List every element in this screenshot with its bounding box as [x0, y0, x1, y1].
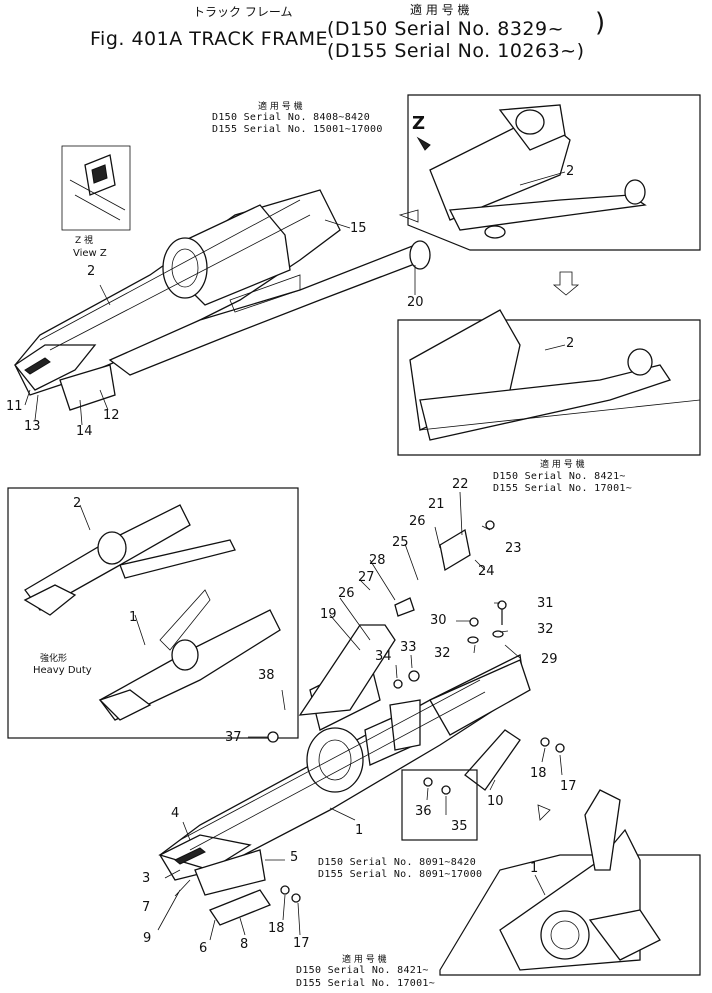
callout-17: 17	[293, 936, 310, 951]
track-frame-top	[14, 189, 431, 411]
track-frame-main	[158, 624, 531, 926]
view-z-label: View Z	[73, 248, 107, 259]
note-mid-d155: D155 Serial No. 17001~	[493, 483, 633, 494]
callout-29: 29	[541, 652, 558, 667]
serial-d150-header: (D150 Serial No. 8329~	[327, 18, 565, 40]
heavy-duty-label: Heavy Duty	[33, 665, 92, 676]
note-low-d150: D150 Serial No. 8091~8420	[318, 857, 477, 868]
callout-8: 8	[240, 937, 249, 952]
callout-15: 15	[350, 221, 367, 236]
note-bot-d150: D150 Serial No. 8421~	[296, 965, 429, 976]
callout-26: 26	[338, 586, 355, 601]
callout-4: 4	[171, 806, 180, 821]
note-bot-d155: D155 Serial No. 17001~	[296, 978, 436, 989]
callout-27: 27	[358, 570, 375, 585]
callout-3: 3	[142, 871, 151, 886]
serial-d155-header: (D155 Serial No. 10263~)	[327, 40, 585, 62]
leader-lines	[24, 171, 566, 941]
callout-36: 36	[415, 804, 432, 819]
callout-13: 13	[24, 419, 41, 434]
arrow-left	[398, 209, 419, 223]
note-top-d155: D155 Serial No. 15001~17000	[212, 124, 383, 135]
callout-2: 2	[566, 336, 575, 351]
bolts-and-brackets	[267, 520, 565, 903]
callout-14: 14	[76, 424, 93, 439]
serial-paren: )	[595, 8, 606, 38]
callout-32: 32	[537, 622, 554, 637]
inset-middle-right	[397, 309, 701, 456]
callout-7: 7	[142, 900, 151, 915]
view-z-inset	[61, 145, 131, 231]
callout-18: 18	[268, 921, 285, 936]
callout-20: 20	[407, 295, 424, 310]
callout-9: 9	[143, 931, 152, 946]
note-mid-d150: D150 Serial No. 8421~	[493, 471, 626, 482]
japanese-title: トラック フレーム	[193, 5, 293, 19]
callout-2: 2	[87, 264, 96, 279]
note-mid-jp: 適 用 号 機	[540, 460, 585, 470]
callout-28: 28	[369, 553, 386, 568]
callout-2: 2	[73, 496, 82, 511]
callout-30: 30	[430, 613, 447, 628]
callout-17: 17	[560, 779, 577, 794]
callout-5: 5	[290, 850, 299, 865]
applicable-models-label: 適 用 号 機	[410, 3, 470, 17]
note-low-d155: D155 Serial No. 8091~17000	[318, 869, 483, 880]
callout-24: 24	[478, 564, 495, 579]
z-arrow-letter: Z	[412, 113, 426, 134]
callout-10: 10	[487, 794, 504, 809]
callout-38: 38	[258, 668, 275, 683]
callout-37: 37	[225, 730, 242, 745]
note-bot-jp: 適 用 号 機	[342, 955, 387, 965]
callout-21: 21	[428, 497, 445, 512]
inset-bottom-right	[439, 789, 701, 976]
note-top-d150: D150 Serial No. 8408~8420	[212, 112, 371, 123]
callout-32: 32	[434, 646, 451, 661]
callout-2: 2	[566, 164, 575, 179]
callout-12: 12	[103, 408, 120, 423]
heavy-duty-jp: 強化形	[40, 654, 68, 664]
inset-top-right	[407, 94, 701, 251]
view-z-jp: Z 視	[75, 236, 94, 246]
callout-33: 33	[400, 640, 417, 655]
callout-6: 6	[199, 941, 208, 956]
callout-26: 26	[409, 514, 426, 529]
figure-title: Fig. 401A TRACK FRAME	[90, 28, 328, 50]
callout-34: 34	[375, 649, 392, 664]
callout-23: 23	[505, 541, 522, 556]
callout-22: 22	[452, 477, 469, 492]
callout-1: 1	[355, 823, 364, 838]
callout-25: 25	[392, 535, 409, 550]
callout-19: 19	[320, 607, 337, 622]
callout-1: 1	[530, 861, 539, 876]
callout-1: 1	[129, 610, 138, 625]
heavy-duty-box	[7, 487, 299, 739]
note-top-jp: 適 用 号 機	[258, 102, 303, 112]
callout-11: 11	[6, 399, 23, 414]
callout-18: 18	[530, 766, 547, 781]
callout-31: 31	[537, 596, 554, 611]
callout-35: 35	[451, 819, 468, 834]
arrow-down	[552, 271, 580, 296]
